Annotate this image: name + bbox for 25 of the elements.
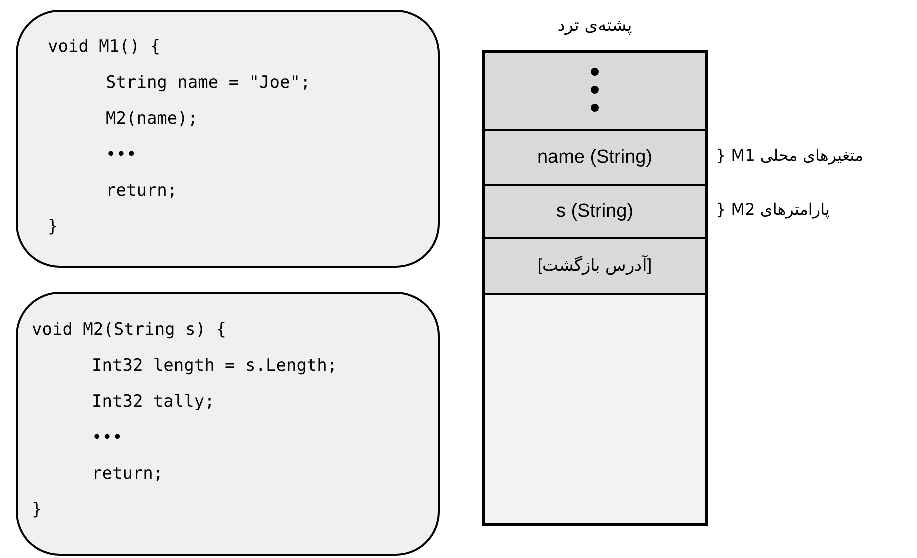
code-line: Int32 length = s.Length;	[92, 355, 338, 377]
code-line: void M2(String s) {	[32, 319, 226, 341]
side-note: پارامترهای M2 {	[716, 198, 830, 221]
code-line: •••	[106, 144, 137, 166]
side-note: متغیرهای محلی M1 {	[716, 144, 864, 167]
code-line: return;	[106, 180, 178, 202]
code-box	[16, 10, 440, 268]
code-line: Int32 tally;	[92, 391, 215, 413]
stack-slot	[485, 53, 705, 131]
stack-title: پشته‌ی ترد	[556, 16, 634, 36]
stack-slot	[485, 186, 705, 239]
code-line: }	[32, 499, 42, 521]
stack-slot	[485, 131, 705, 186]
code-line: void M1() {	[48, 36, 161, 58]
slot-label: [آدرس بازگشت]	[536, 254, 654, 278]
stack-slot	[485, 239, 705, 295]
code-line: M2(name);	[106, 108, 198, 130]
code-box	[16, 292, 440, 556]
code-line: return;	[92, 463, 164, 485]
code-line: }	[48, 216, 58, 238]
stack-frame	[482, 50, 708, 526]
code-line: String name = "Joe";	[106, 72, 311, 94]
slot-label: s (String)	[555, 200, 635, 224]
code-line: •••	[92, 427, 123, 449]
slot-label: name (String)	[536, 146, 654, 170]
